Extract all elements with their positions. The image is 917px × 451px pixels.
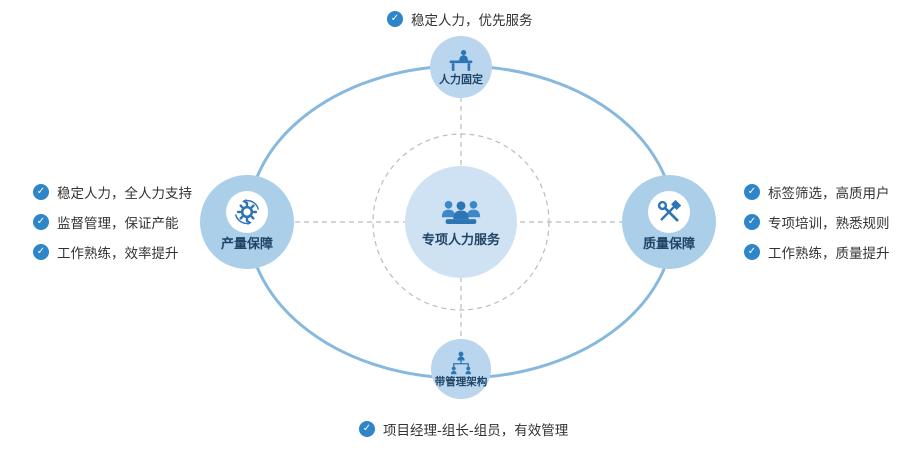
node-label: 质量保障 bbox=[642, 237, 695, 253]
icon-badge bbox=[226, 191, 268, 234]
list-item: ✓ 专项培训，熟悉规则 bbox=[744, 212, 890, 232]
list-item: ✓ 工作熟练，效率提升 bbox=[33, 242, 192, 262]
node-label: 带管理架构 bbox=[434, 375, 488, 388]
benefit-text: 标签筛选，高质用户 bbox=[768, 186, 890, 202]
check-icon: ✓ bbox=[33, 184, 49, 200]
check-icon: ✓ bbox=[744, 184, 760, 200]
bottom-benefit: ✓ 项目经理-组长-组员，有效管理 bbox=[359, 419, 568, 439]
icon-badge bbox=[648, 191, 690, 234]
center-title: 专项人力服务 bbox=[421, 232, 500, 248]
check-icon: ✓ bbox=[744, 214, 760, 230]
list-item: ✓ 稳定人力，全人力支持 bbox=[33, 182, 192, 202]
list-item: ✓ 工作熟练，质量提升 bbox=[744, 242, 890, 262]
left-benefit-list: ✓ 稳定人力，全人力支持 ✓ 监督管理，保证产能 ✓ 工作熟练，效率提升 bbox=[33, 182, 192, 262]
node-center-service: 专项人力服务 bbox=[405, 166, 517, 278]
node-quality-guarantee: 质量保障 bbox=[622, 175, 716, 269]
desk-worker-icon bbox=[449, 49, 473, 71]
benefit-text: 监督管理，保证产能 bbox=[57, 216, 179, 232]
node-management-structure: 带管理架构 bbox=[431, 339, 491, 399]
top-benefit: ✓ 稳定人力，优先服务 bbox=[387, 9, 533, 29]
team-icon bbox=[441, 200, 481, 224]
tools-icon bbox=[657, 200, 682, 222]
check-icon: ✓ bbox=[387, 11, 403, 27]
node-fixed-manpower: 人力固定 bbox=[430, 36, 492, 98]
benefit-text: 工作熟练，质量提升 bbox=[768, 246, 890, 262]
check-icon: ✓ bbox=[33, 244, 49, 260]
benefit-text: 专项培训，熟悉规则 bbox=[768, 216, 890, 232]
bottom-benefit-text: 项目经理-组长-组员，有效管理 bbox=[383, 423, 569, 439]
top-benefit-text: 稳定人力，优先服务 bbox=[411, 13, 533, 29]
list-item: ✓ 监督管理，保证产能 bbox=[33, 212, 192, 232]
gear-sync-icon bbox=[234, 199, 260, 226]
benefit-text: 稳定人力，全人力支持 bbox=[57, 186, 192, 202]
node-label: 产量保障 bbox=[220, 237, 273, 253]
check-icon: ✓ bbox=[359, 421, 375, 437]
node-output-guarantee: 产量保障 bbox=[200, 175, 294, 269]
check-icon: ✓ bbox=[744, 244, 760, 260]
list-item: ✓ 标签筛选，高质用户 bbox=[744, 182, 890, 202]
right-benefit-list: ✓ 标签筛选，高质用户 ✓ 专项培训，熟悉规则 ✓ 工作熟练，质量提升 bbox=[744, 182, 890, 262]
org-structure-icon bbox=[450, 351, 472, 374]
benefit-text: 工作熟练，效率提升 bbox=[57, 246, 179, 262]
check-icon: ✓ bbox=[33, 214, 49, 230]
node-label: 人力固定 bbox=[439, 72, 483, 86]
